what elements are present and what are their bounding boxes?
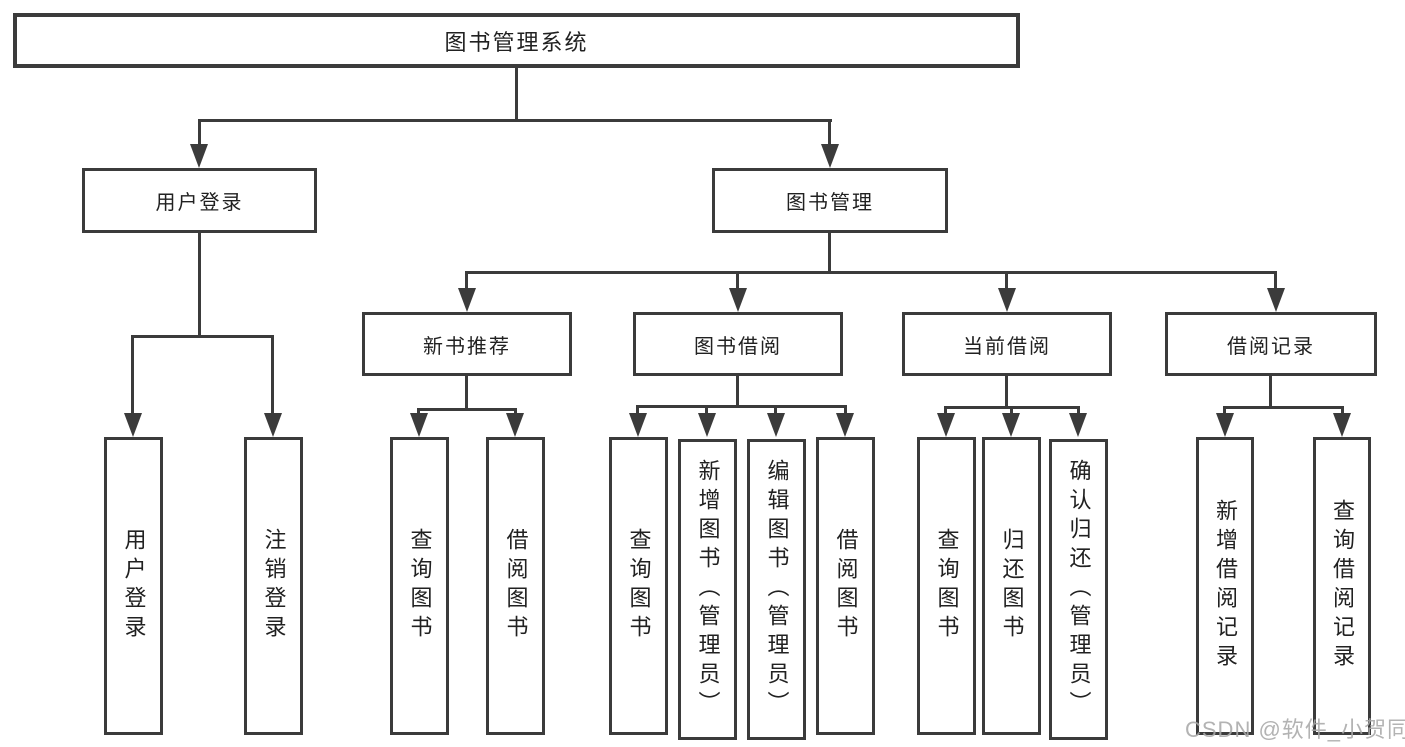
leaf-borrow-books-2: 借阅图书 xyxy=(816,437,875,735)
arrowhead-down-icon xyxy=(124,413,142,437)
leaf-borrow-books-2-label: 借阅图书 xyxy=(833,528,859,644)
connector-line xyxy=(515,68,518,119)
node-user-login-label: 用户登录 xyxy=(155,192,244,214)
arrowhead-down-icon xyxy=(264,413,282,437)
connector-line xyxy=(774,405,777,418)
leaf-user-login: 用户登录 xyxy=(104,437,163,735)
leaf-query-borrow-record: 查询借阅记录 xyxy=(1313,437,1371,735)
leaf-return-books-label: 归还图书 xyxy=(999,528,1025,644)
leaf-confirm-return-admin-label: 确认归还（管理员） xyxy=(1066,459,1092,720)
connector-line xyxy=(1269,376,1272,406)
arrowhead-down-icon xyxy=(1333,413,1351,437)
connector-line xyxy=(844,405,847,418)
connector-line xyxy=(705,405,708,418)
leaf-add-borrow-record: 新增借阅记录 xyxy=(1196,437,1254,735)
arrowhead-down-icon xyxy=(698,413,716,437)
node-book-management-label: 图书管理 xyxy=(786,192,874,214)
arrowhead-down-icon xyxy=(821,144,839,168)
arrowhead-down-icon xyxy=(998,288,1016,312)
connector-line xyxy=(828,119,831,148)
connector-line xyxy=(1223,406,1344,409)
connector-line xyxy=(944,406,947,418)
arrowhead-down-icon xyxy=(190,144,208,168)
arrowhead-down-icon xyxy=(836,413,854,437)
connector-line xyxy=(1005,376,1008,406)
leaf-query-books-3-label: 查询图书 xyxy=(934,528,960,644)
leaf-add-borrow-record-label: 新增借阅记录 xyxy=(1213,499,1238,673)
connector-line xyxy=(1077,406,1080,418)
node-book-management: 图书管理 xyxy=(712,168,948,233)
connector-line xyxy=(1341,406,1344,418)
connector-line xyxy=(465,271,1277,274)
leaf-edit-books-admin: 编辑图书（管理员） xyxy=(747,439,806,740)
connector-line xyxy=(828,233,831,271)
connector-line xyxy=(1005,271,1008,292)
arrowhead-down-icon xyxy=(1069,413,1087,437)
leaf-query-books-2: 查询图书 xyxy=(609,437,668,735)
leaf-add-books-admin: 新增图书（管理员） xyxy=(678,439,737,740)
connector-line xyxy=(465,271,468,292)
connector-line xyxy=(736,271,739,292)
connector-line xyxy=(736,376,739,405)
connector-line xyxy=(271,335,274,417)
csdn-watermark: CSDN @软件_小贺同学 xyxy=(1185,717,1405,742)
connector-line xyxy=(1223,406,1226,418)
node-user-login: 用户登录 xyxy=(82,168,317,233)
node-root-book-management-system: 图书管理系统 xyxy=(13,13,1020,68)
connector-line xyxy=(1010,406,1013,418)
arrowhead-down-icon xyxy=(629,413,647,437)
arrowhead-down-icon xyxy=(458,288,476,312)
leaf-edit-books-admin-label: 编辑图书（管理员） xyxy=(764,459,790,720)
leaf-query-books-1: 查询图书 xyxy=(390,437,449,735)
node-current-borrowing-label: 当前借阅 xyxy=(963,335,1051,358)
arrowhead-down-icon xyxy=(506,413,524,437)
arrowhead-down-icon xyxy=(1267,288,1285,312)
arrowhead-down-icon xyxy=(729,288,747,312)
leaf-logout-label: 注销登录 xyxy=(261,528,287,644)
leaf-borrow-books-1-label: 借阅图书 xyxy=(503,528,529,644)
leaf-query-borrow-record-label: 查询借阅记录 xyxy=(1330,499,1355,673)
connector-line xyxy=(198,119,832,122)
leaf-query-books-1-label: 查询图书 xyxy=(407,528,433,644)
connector-line xyxy=(1274,271,1277,292)
node-book-borrowing-label: 图书借阅 xyxy=(694,335,782,358)
leaf-confirm-return-admin: 确认归还（管理员） xyxy=(1049,439,1108,740)
connector-line xyxy=(131,335,274,338)
arrowhead-down-icon xyxy=(767,413,785,437)
connector-line xyxy=(465,376,468,408)
connector-line xyxy=(636,405,847,408)
node-borrowing-records: 借阅记录 xyxy=(1165,312,1377,376)
leaf-query-books-2-label: 查询图书 xyxy=(626,528,652,644)
leaf-borrow-books-1: 借阅图书 xyxy=(486,437,545,735)
leaf-logout: 注销登录 xyxy=(244,437,303,735)
node-new-book-recommendation-label: 新书推荐 xyxy=(423,335,511,358)
node-borrowing-records-label: 借阅记录 xyxy=(1227,335,1315,358)
connector-line xyxy=(131,335,134,417)
arrowhead-down-icon xyxy=(1216,413,1234,437)
arrowhead-down-icon xyxy=(1002,413,1020,437)
node-book-borrowing: 图书借阅 xyxy=(633,312,843,376)
node-root-label: 图书管理系统 xyxy=(444,29,589,55)
arrowhead-down-icon xyxy=(410,413,428,437)
leaf-user-login-label: 用户登录 xyxy=(121,528,147,644)
arrowhead-down-icon xyxy=(937,413,955,437)
node-new-book-recommendation: 新书推荐 xyxy=(362,312,572,376)
connector-line xyxy=(636,405,639,418)
leaf-add-books-admin-label: 新增图书（管理员） xyxy=(695,459,721,720)
connector-line xyxy=(198,233,201,335)
leaf-query-books-3: 查询图书 xyxy=(917,437,976,735)
leaf-return-books: 归还图书 xyxy=(982,437,1041,735)
node-current-borrowing: 当前借阅 xyxy=(902,312,1112,376)
connector-line xyxy=(198,119,201,148)
connector-line xyxy=(417,408,517,411)
